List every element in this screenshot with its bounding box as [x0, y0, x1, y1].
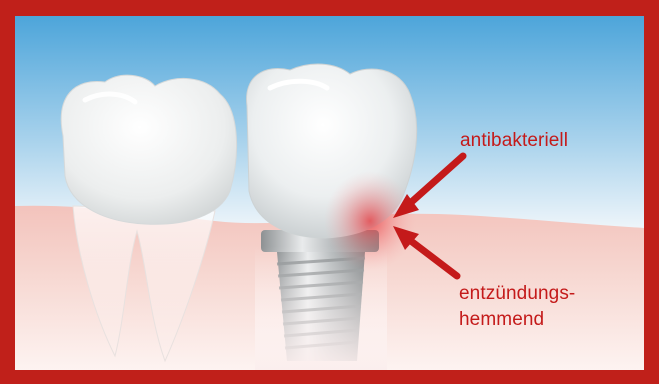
- label-anti-inflammatory-line2: hemmend: [459, 308, 544, 332]
- inflammation-glow: [324, 171, 416, 271]
- illustration-panel: antibakteriell entzündungs- hemmend: [15, 16, 644, 370]
- dental-implant-illustration: [15, 16, 644, 370]
- label-antibacterial: antibakteriell: [460, 129, 568, 153]
- label-anti-inflammatory-line1: entzündungs-: [459, 282, 575, 306]
